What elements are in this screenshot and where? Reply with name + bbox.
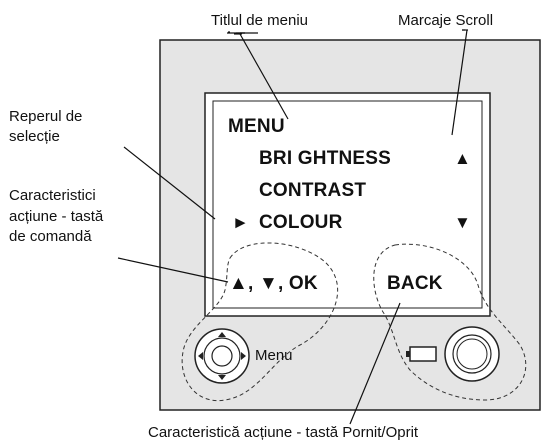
display-item-colour: COLOUR — [259, 212, 343, 233]
display-item-brightness: BRI GHTNESS — [259, 148, 392, 169]
scroll-down-icon: ▼ — [454, 213, 472, 232]
left-key-region — [181, 242, 338, 402]
scroll-up-icon: ▲ — [454, 149, 472, 168]
nav-key-label: Menu — [255, 347, 293, 364]
callout-menu-title: Titlul de meniu — [211, 12, 308, 29]
callout-command-key-line1: Caracteristici — [9, 187, 96, 204]
callout-command-key-line3: de comandă — [9, 228, 92, 245]
nav-key-icon — [194, 328, 250, 384]
display-title: MENU — [228, 116, 285, 137]
callout-scroll-marks: Marcaje Scroll — [398, 12, 494, 29]
display-item-contrast: CONTRAST — [259, 180, 367, 201]
callout-selection-mark-line1: Reperul de — [9, 108, 83, 125]
screen-inner — [212, 100, 483, 309]
right-key-region — [373, 243, 527, 401]
callout-power-key: Caracteristică acțiune - tastă Pornit/Op… — [148, 424, 419, 441]
battery-icon — [406, 346, 437, 362]
softkey-right-label: BACK — [387, 273, 443, 294]
softkey-left-label: ▲, ▼, OK — [229, 273, 318, 294]
callout-command-key-line2: acțiune - tastă — [9, 208, 104, 225]
leader-lines — [117, 29, 468, 425]
power-key-icon — [444, 326, 500, 382]
callout-selection-mark-line2: selecție — [9, 128, 60, 145]
selection-marker-icon: ► — [232, 213, 250, 232]
